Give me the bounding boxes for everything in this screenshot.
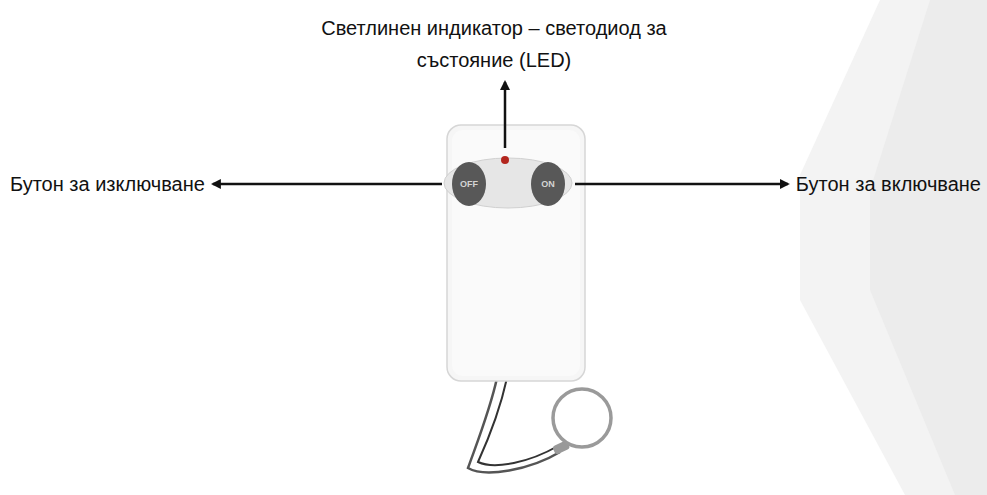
strap	[468, 378, 560, 472]
status-led	[501, 156, 509, 164]
off-button	[452, 162, 486, 206]
background-shape	[870, 0, 987, 495]
off-label: Бутон за изключване	[10, 168, 205, 200]
leader-arrow	[504, 82, 507, 148]
key-ring	[553, 389, 611, 447]
button-text: OFF	[460, 179, 478, 189]
on-label: Бутон за включване	[796, 168, 981, 200]
strap	[478, 378, 558, 465]
button-text: ON	[541, 179, 555, 189]
background-shape	[800, 0, 987, 495]
led-label: Светлинен индикатор – светодиод за състо…	[284, 12, 704, 76]
on-button	[531, 162, 565, 206]
leader-arrow	[575, 183, 788, 186]
leader-arrow	[213, 183, 442, 186]
button-panel	[444, 158, 572, 208]
